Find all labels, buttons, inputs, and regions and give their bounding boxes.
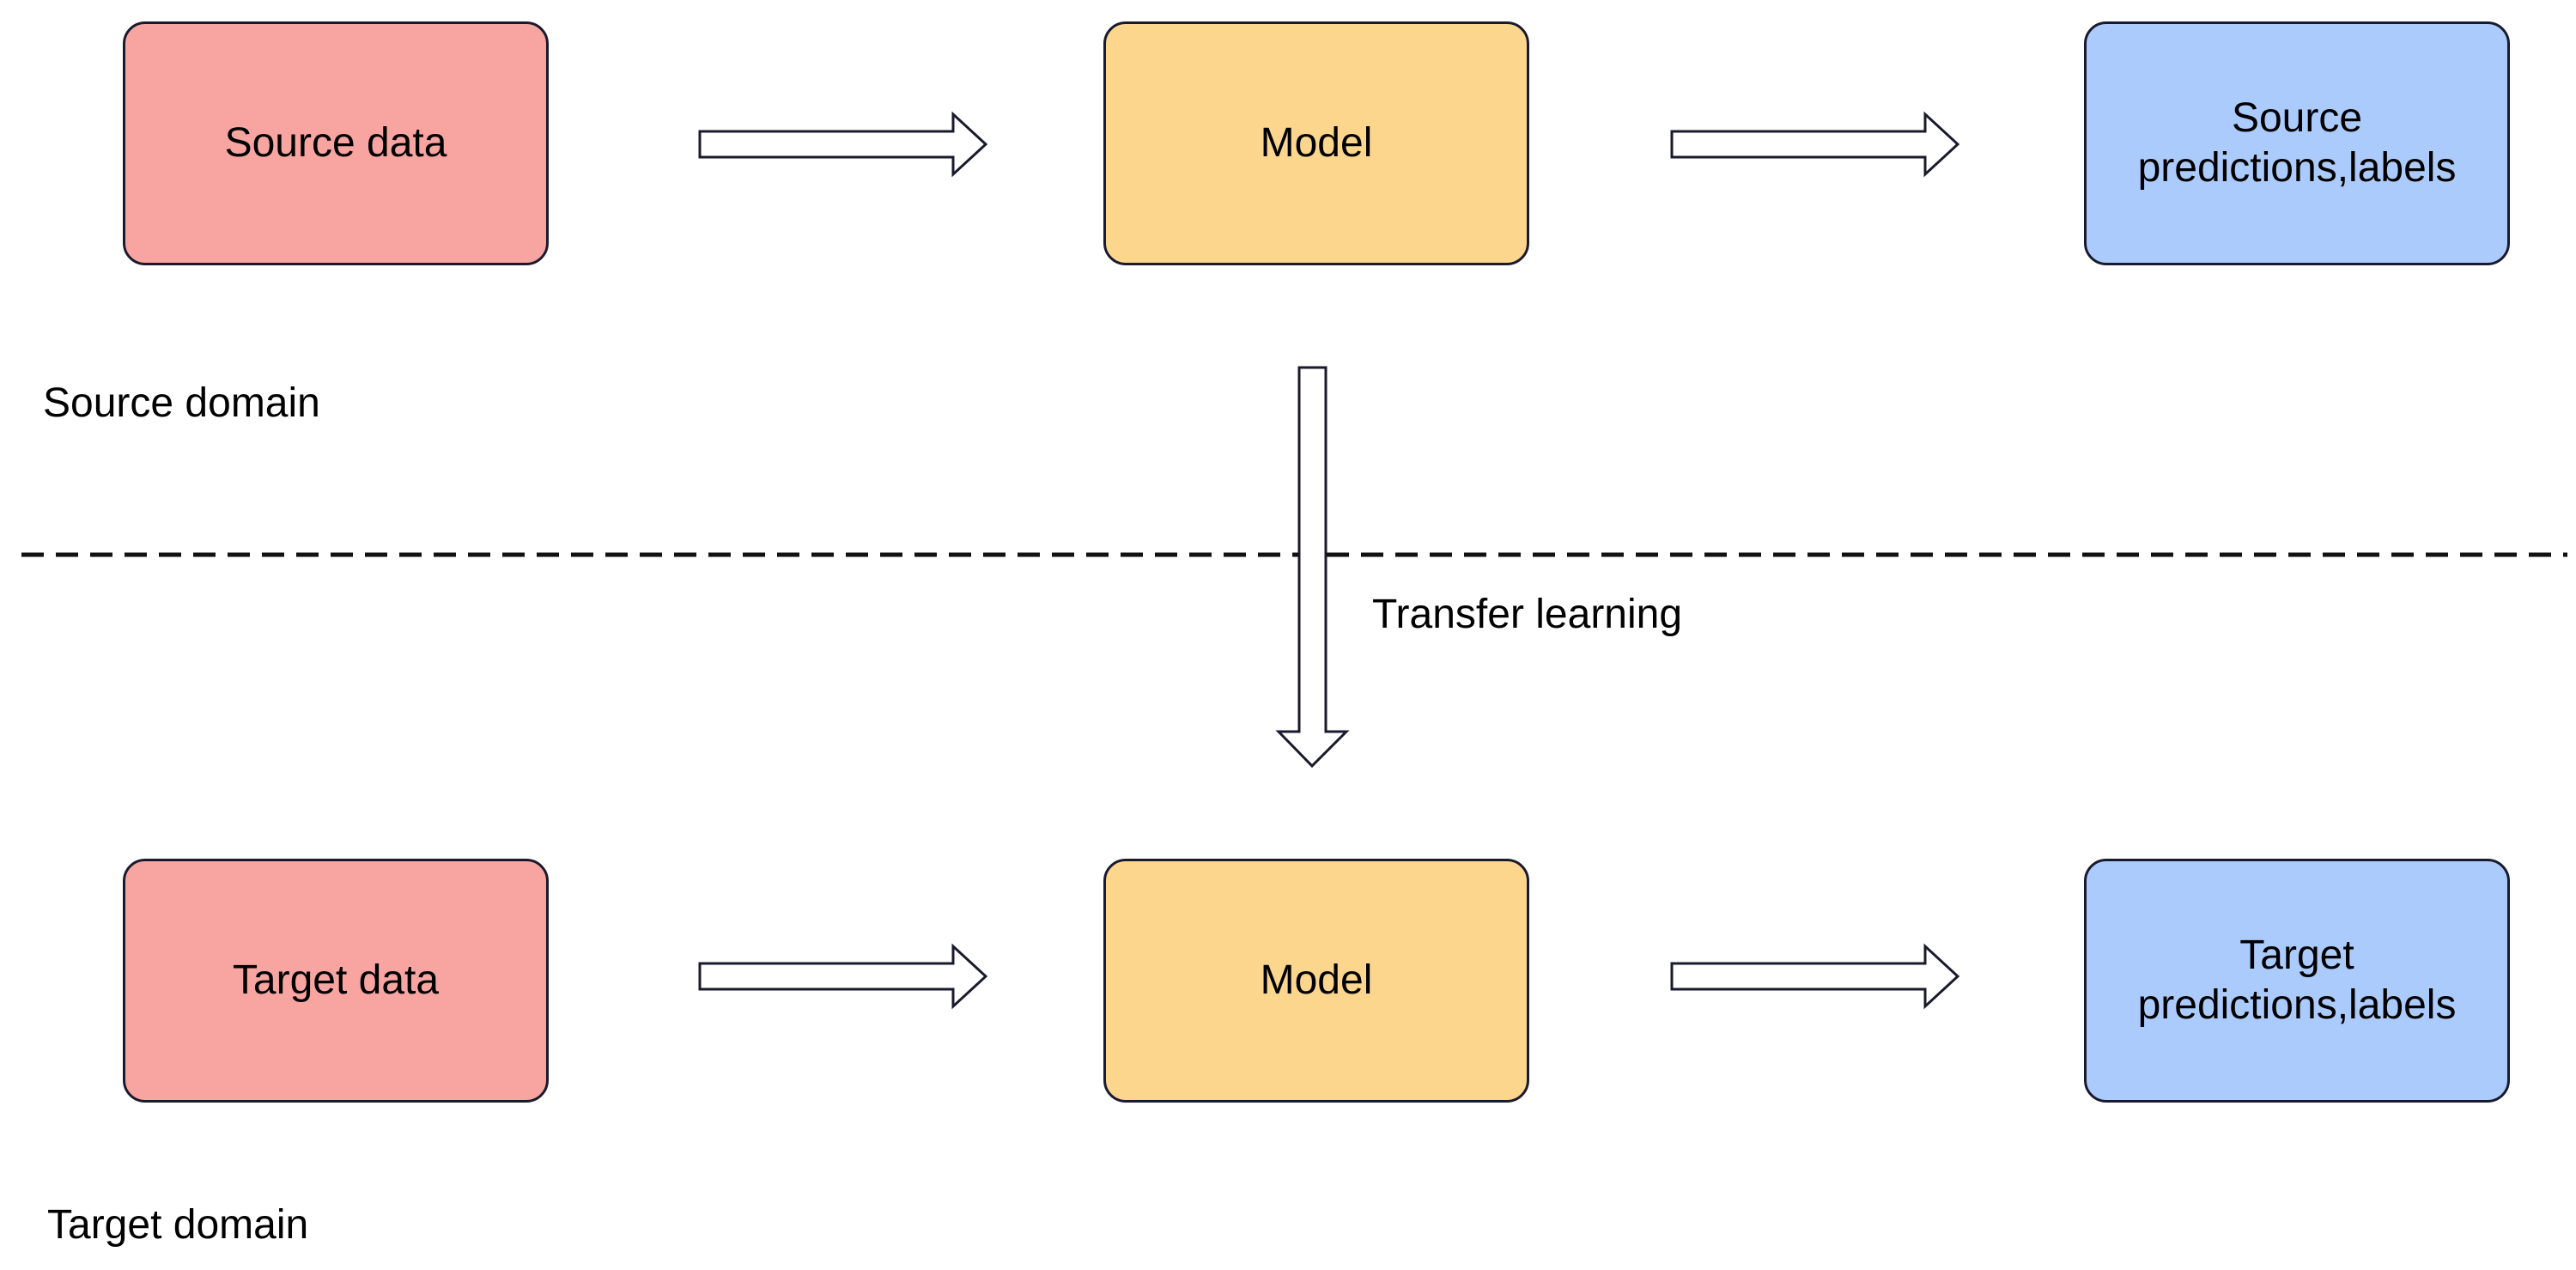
source-model-label: Model (1260, 120, 1373, 166)
target-data-label: Target data (232, 957, 440, 1003)
target-domain-label: Target domain (47, 1202, 309, 1248)
transfer-learning-arrow-icon (1275, 366, 1350, 769)
source-predictions-box: Source predictions,labels (2084, 21, 2510, 265)
target-predictions-label-line1: Target (2239, 933, 2354, 978)
target-model-to-predictions-arrow-icon (1670, 943, 1960, 1010)
target-predictions-label-line2: predictions,labels (2137, 982, 2457, 1028)
source-data-box: Source data (123, 21, 549, 265)
target-data-box: Target data (123, 859, 549, 1103)
target-model-box: Model (1103, 859, 1529, 1103)
source-predictions-label-line1: Source (2231, 95, 2363, 141)
source-predictions-label-line2: predictions,labels (2137, 145, 2457, 191)
source-data-to-model-arrow-icon (698, 111, 988, 178)
source-model-box: Model (1103, 21, 1529, 265)
target-data-to-model-arrow-icon (698, 943, 988, 1010)
source-model-to-predictions-arrow-icon (1670, 111, 1960, 178)
target-predictions-box: Target predictions,labels (2084, 859, 2510, 1103)
source-data-label: Source data (224, 120, 447, 166)
target-model-label: Model (1260, 957, 1373, 1003)
source-domain-label: Source domain (43, 380, 320, 426)
transfer-learning-label: Transfer learning (1372, 592, 1683, 637)
